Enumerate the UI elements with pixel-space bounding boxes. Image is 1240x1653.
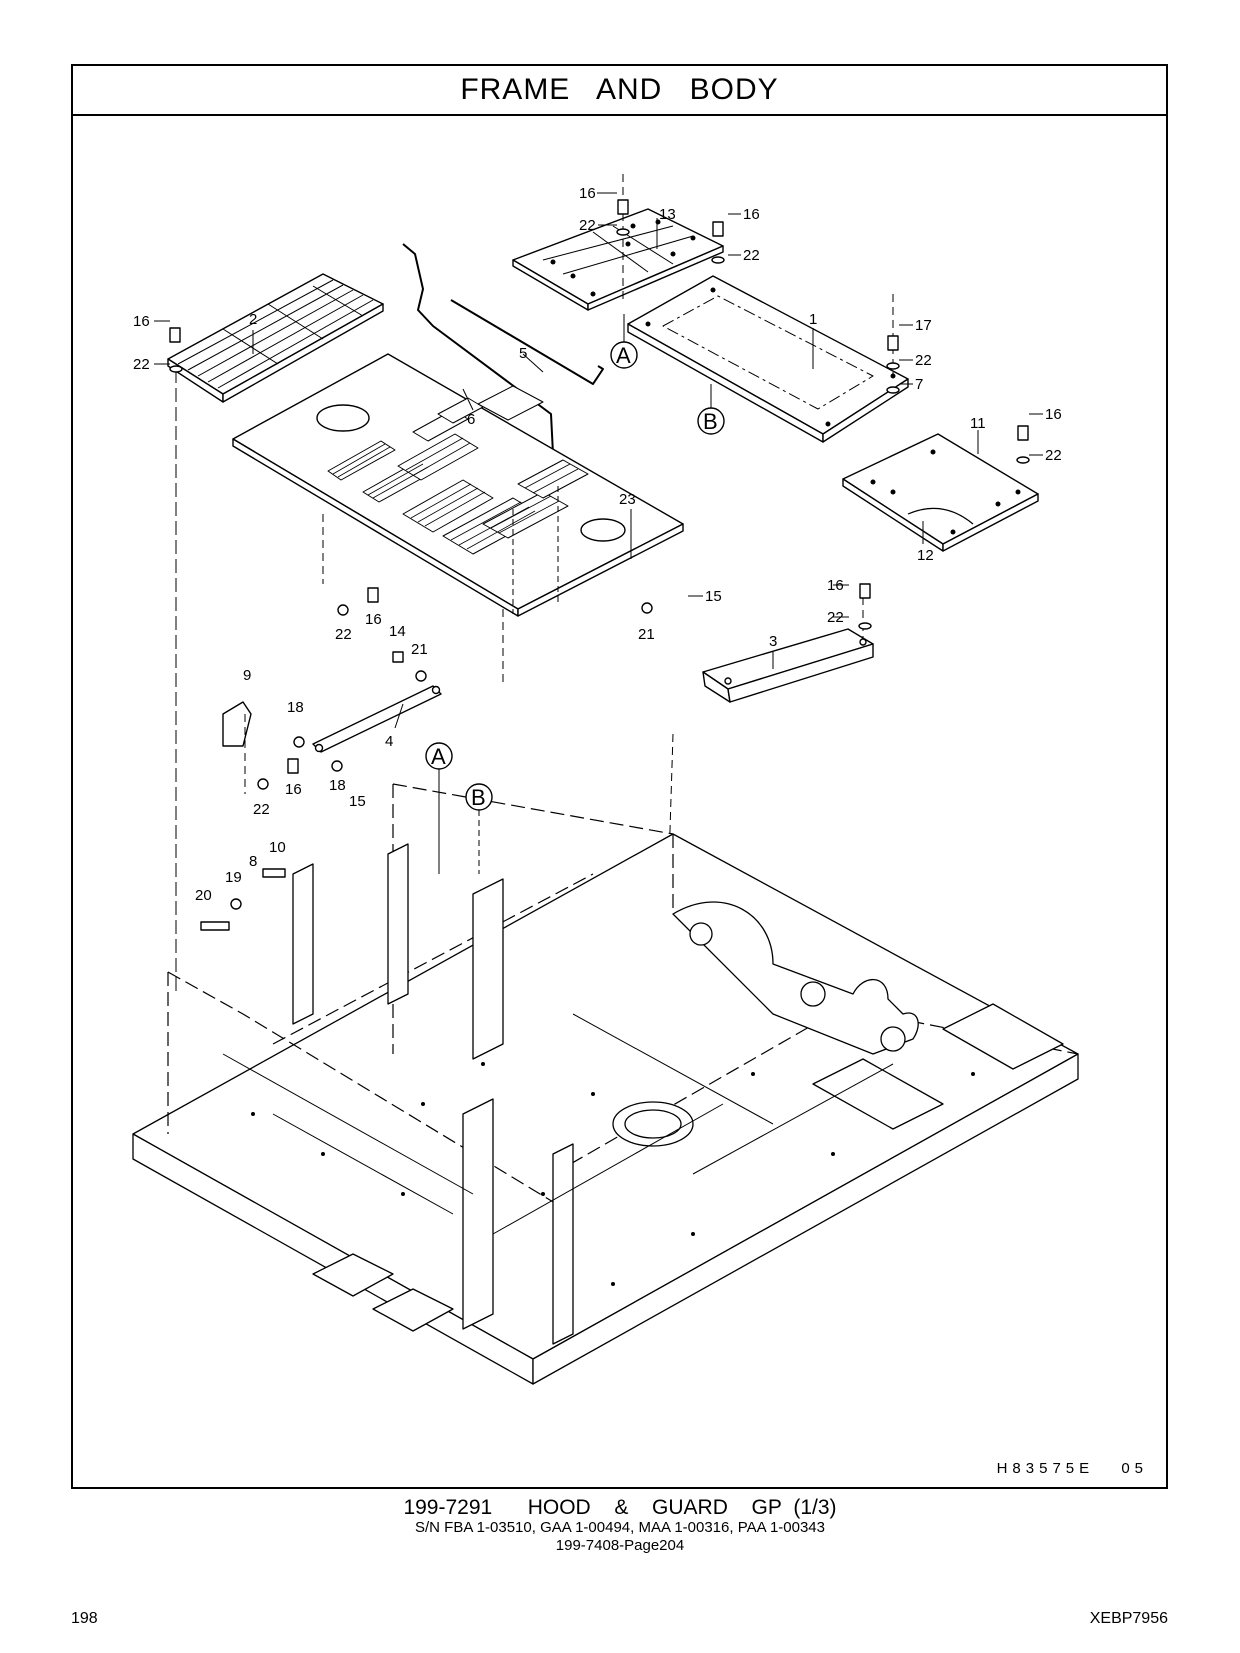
page-number: 198	[71, 1610, 98, 1627]
callout-13: 13	[659, 206, 676, 223]
callout-18: 18	[329, 777, 346, 794]
callout-1: 1	[809, 311, 817, 328]
callout-11: 11	[970, 415, 986, 432]
callout-16: 16	[1045, 406, 1062, 423]
callout-3: 3	[769, 633, 777, 650]
callout-leaders	[154, 192, 1043, 729]
callout-16: 16	[285, 781, 302, 798]
parts-diagram-svg: 16 13 22 16 22 1 17 22 7 11 16 22 12 16 …	[132, 174, 1079, 1385]
part-2-grille	[167, 273, 384, 994]
callout-14: 14	[389, 623, 406, 640]
callout-22: 22	[579, 217, 596, 234]
drawing-reference: H83575E 05	[997, 1460, 1148, 1477]
callout-16: 16	[579, 185, 596, 202]
callout-8: 8	[249, 853, 257, 870]
callout-22: 22	[335, 626, 352, 643]
drawing-frame: FRAME AND BODY	[71, 64, 1168, 1489]
view-marker-circles	[425, 314, 725, 874]
callout-19: 19	[225, 869, 242, 886]
callout-16: 16	[365, 611, 382, 628]
part-5-6-rods	[402, 243, 604, 455]
callout-20: 20	[195, 887, 212, 904]
callout-4: 4	[385, 733, 393, 750]
callout-10: 10	[269, 839, 286, 856]
caption-title: 199-7291 HOOD & GUARD GP (1/3)	[403, 1496, 837, 1519]
part-13-plate	[512, 174, 724, 311]
callout-21: 21	[638, 626, 655, 643]
view-marker-a: A	[431, 744, 446, 769]
caption-reference: 199-7408-Page204	[555, 1537, 685, 1554]
part-4-strap	[222, 685, 442, 794]
callout-22: 22	[743, 247, 760, 264]
part-3-plate	[667, 584, 874, 895]
callout-15: 15	[705, 588, 722, 605]
callout-7: 7	[915, 376, 923, 393]
part-1-plate	[627, 275, 909, 443]
callout-16: 16	[133, 313, 150, 330]
callout-18: 18	[287, 699, 304, 716]
hardware-fasteners	[169, 199, 1030, 931]
view-marker-b: B	[471, 785, 486, 810]
callout-22: 22	[915, 352, 932, 369]
callout-9: 9	[243, 667, 251, 684]
page-title: FRAME AND BODY	[73, 66, 1166, 116]
drawing-revision: 05	[1121, 1460, 1148, 1477]
callout-17: 17	[915, 317, 932, 334]
exploded-parts-diagram: 16 13 22 16 22 1 17 22 7 11 16 22 12 16 …	[73, 114, 1166, 1487]
part-callout-numbers: 16 13 22 16 22 1 17 22 7 11 16 22 12 16 …	[133, 185, 1062, 904]
callout-12: 12	[917, 547, 934, 564]
callout-15: 15	[349, 793, 366, 810]
caption-serial-numbers: S/N FBA 1-03510, GAA 1-00494, MAA 1-0031…	[415, 1519, 825, 1536]
view-marker-b: B	[703, 409, 718, 434]
main-frame-structure	[132, 783, 1079, 1385]
document-id: XEBP7956	[1089, 1610, 1168, 1627]
callout-6: 6	[467, 411, 475, 428]
callout-16: 16	[827, 577, 844, 594]
drawing-code: H83575E	[996, 1460, 1095, 1477]
callout-22: 22	[1045, 447, 1062, 464]
callout-23: 23	[619, 491, 636, 508]
part-11-plate	[842, 433, 1039, 552]
callout-2: 2	[249, 311, 257, 328]
callout-22: 22	[133, 356, 150, 373]
view-marker-letters: A B A B	[431, 343, 718, 810]
callout-21: 21	[411, 641, 428, 658]
callout-5: 5	[519, 345, 527, 362]
part-23-hood	[232, 353, 684, 684]
callout-16: 16	[743, 206, 760, 223]
callout-22: 22	[253, 801, 270, 818]
callout-22: 22	[827, 609, 844, 626]
view-marker-a: A	[616, 343, 631, 368]
